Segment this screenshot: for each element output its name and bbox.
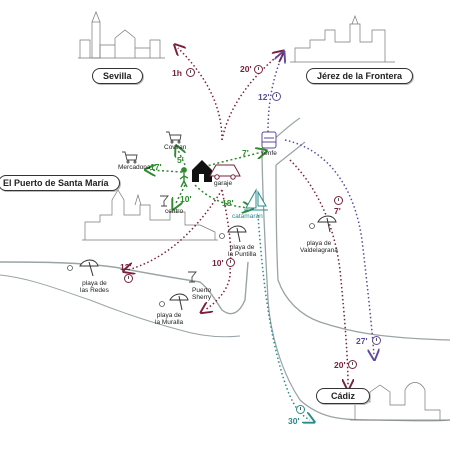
time-redes: 12' bbox=[120, 262, 132, 272]
clock-icon bbox=[272, 92, 281, 101]
catamaran-icon bbox=[244, 188, 268, 211]
sun-icon bbox=[67, 223, 315, 307]
cocktail-icon bbox=[160, 195, 169, 207]
time-cadiz-car: 20' bbox=[334, 360, 346, 370]
city-label-el-puerto: El Puerto de Santa María bbox=[0, 175, 120, 191]
el-puerto-skyline-illustration bbox=[82, 189, 218, 241]
city-label-sevilla: Sevilla bbox=[92, 68, 143, 84]
clock-icon bbox=[226, 258, 235, 267]
place-playa-muralla: playa de la Muralla bbox=[155, 312, 184, 326]
clock-icon bbox=[124, 274, 133, 283]
clock-icon bbox=[296, 405, 305, 414]
train-routes bbox=[267, 56, 374, 355]
time-coviran: 5' bbox=[177, 155, 184, 165]
place-coviran: Coviran bbox=[164, 144, 187, 151]
clock-icon bbox=[372, 336, 381, 345]
city-label-jerez: Jérez de la Frontera bbox=[306, 68, 414, 84]
pedestrian-icon bbox=[179, 167, 189, 188]
time-catamaran: 18' bbox=[222, 198, 234, 208]
train-icon bbox=[261, 131, 277, 149]
clock-icon bbox=[254, 65, 263, 74]
time-centro: 10' bbox=[180, 194, 192, 204]
time-puntilla: 10' bbox=[212, 258, 224, 268]
place-catamaran: catamarán bbox=[232, 213, 263, 220]
place-renfe: renfe bbox=[262, 150, 277, 157]
sevilla-skyline-illustration bbox=[78, 11, 165, 59]
place-playa-valdelagrana: playa de Valdelagrana bbox=[300, 240, 338, 254]
jerez-skyline-illustration bbox=[290, 15, 395, 63]
city-label-cadiz: Cádiz bbox=[316, 388, 371, 404]
cadiz-skyline-illustration bbox=[350, 382, 450, 421]
mercadona-cart-icon bbox=[122, 151, 138, 164]
place-playa-puntilla: playa de la Puntilla bbox=[228, 244, 257, 258]
beach-umbrella-icon bbox=[79, 215, 337, 311]
time-jerez-car: 20' bbox=[240, 64, 252, 74]
clock-icon bbox=[186, 68, 195, 77]
time-jerez-train: 12' bbox=[258, 92, 270, 102]
time-cadiz-boat: 30' bbox=[288, 416, 300, 426]
coviran-cart-icon bbox=[166, 131, 182, 144]
time-renfe: 7' bbox=[242, 148, 249, 158]
clock-icon bbox=[334, 196, 343, 205]
car-icon bbox=[209, 164, 241, 180]
boat-routes bbox=[257, 214, 310, 420]
clock-icon bbox=[348, 360, 357, 369]
place-garaje: garaje bbox=[214, 180, 233, 187]
place-puerto-sherry: Puerto Sherry bbox=[192, 287, 212, 301]
time-mercadona: 17' bbox=[150, 162, 162, 172]
time-cadiz-train: 27' bbox=[356, 336, 368, 346]
place-playa-redes: playa de las Redes bbox=[80, 280, 109, 294]
place-mercadona: Mercadona bbox=[118, 164, 151, 171]
time-sevilla: 1h bbox=[172, 68, 182, 78]
cocktail-icon-puerto-sherry bbox=[188, 271, 197, 283]
home-icon bbox=[192, 160, 212, 182]
time-valdelagrana: 7' bbox=[334, 206, 341, 216]
place-centro: centro bbox=[165, 208, 184, 215]
